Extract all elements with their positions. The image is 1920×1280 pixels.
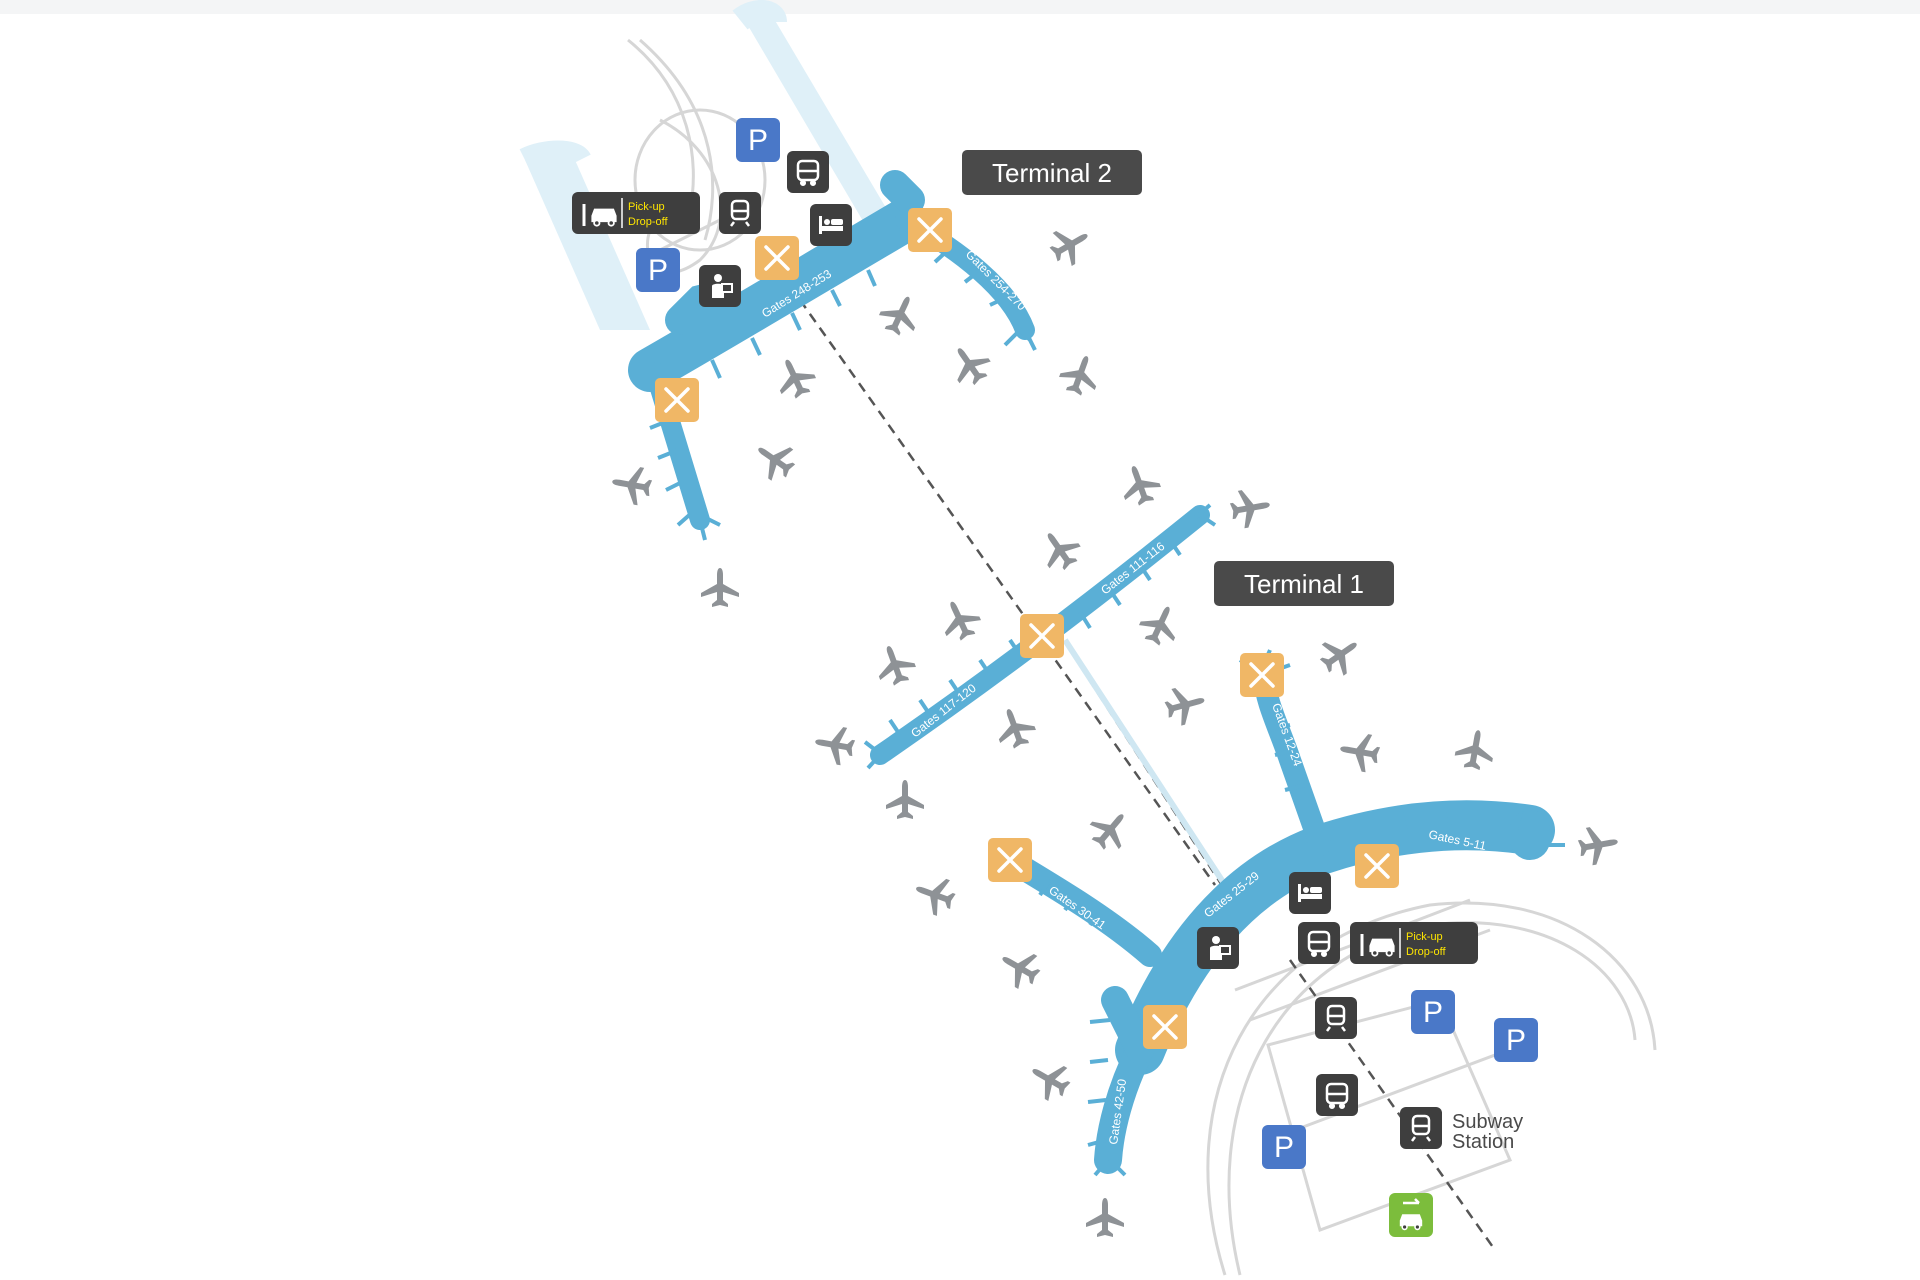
restaurant-icon: [653, 376, 701, 424]
airplane-icon: [609, 462, 655, 508]
airplane-icon: [1083, 802, 1138, 857]
svg-text:Drop-off: Drop-off: [1406, 946, 1446, 958]
restaurant-icon: [1238, 651, 1286, 699]
svg-text:Pick-up: Pick-up: [628, 201, 665, 213]
airplane-icon: [886, 780, 924, 819]
svg-text:Terminal 1: Terminal 1: [1244, 569, 1364, 599]
svg-text:Subway: Subway: [1452, 1111, 1523, 1133]
restaurant-icon: [1141, 1003, 1189, 1051]
train-icon: [719, 192, 761, 234]
airplane-icon: [1227, 485, 1273, 531]
train-icon: [1315, 997, 1357, 1039]
svg-text:P: P: [1423, 996, 1443, 1029]
airplane-icon: [993, 941, 1046, 994]
svg-text:Pick-up: Pick-up: [1406, 931, 1443, 943]
gate-label: Gates 111-116: [1098, 539, 1167, 597]
svg-text:Station: Station: [1452, 1131, 1514, 1153]
airplane-icon: [1055, 349, 1105, 400]
airplane-icon: [1086, 1198, 1124, 1237]
walkway: [1062, 638, 1228, 887]
airplane-icon: [747, 432, 802, 487]
parking-icon: P: [1411, 990, 1455, 1034]
restaurant-icon: [753, 234, 801, 282]
parking-icon: P: [636, 248, 680, 292]
restaurant-icon: [1353, 842, 1401, 890]
pickup-dropoff-t1: Pick-up Drop-off: [1350, 922, 1478, 964]
hotel-icon: [1289, 872, 1331, 914]
bus-icon: [1298, 922, 1340, 964]
parking: P P P P P: [636, 118, 1538, 1169]
airplane-icon: [812, 722, 858, 768]
airplane-icon: [934, 593, 986, 646]
gate-label: Gates 117-120: [908, 681, 979, 741]
airplane-icon: [1161, 681, 1210, 729]
t2-water: [519, 0, 905, 330]
rideshare-icon: [1389, 1193, 1433, 1237]
airplane-icon: [769, 351, 821, 404]
train-icon: [1400, 1107, 1442, 1149]
airplane-icon: [942, 337, 997, 392]
airplane-icon: [1044, 218, 1097, 271]
t2-roads: [627, 38, 767, 274]
svg-text:Terminal 2: Terminal 2: [992, 158, 1112, 188]
airplane-icon: [1337, 729, 1383, 775]
bus-icon: [1316, 1074, 1358, 1116]
airplane-icon: [870, 639, 920, 690]
parking-icon: P: [1494, 1018, 1538, 1062]
restaurant-icon: [1018, 612, 1066, 660]
restaurant-icon: [986, 836, 1034, 884]
subway-station-label: Subway Station: [1452, 1111, 1523, 1153]
svg-text:P: P: [1274, 1131, 1294, 1164]
terminal-2-label: Terminal 2: [962, 150, 1142, 195]
parking-icon: P: [736, 118, 780, 162]
airplane-icon: [1032, 522, 1087, 577]
airplane-icon: [874, 288, 926, 341]
airplane-icon: [701, 568, 739, 607]
hotel-icon: [810, 204, 852, 246]
restaurant-icon: [906, 206, 954, 254]
airplane-icon: [1313, 627, 1368, 682]
people-mover-line: [798, 299, 1217, 886]
airplane-icon: [990, 702, 1040, 753]
svg-text:P: P: [748, 124, 768, 157]
airplane-icon: [1134, 598, 1186, 651]
airplane-icon: [909, 870, 960, 920]
svg-text:P: P: [1506, 1024, 1526, 1057]
customs-icon: [699, 265, 741, 307]
pickup-dropoff-t2: Pick-up Drop-off: [572, 192, 700, 234]
airplane-icon: [1115, 459, 1165, 510]
terminal-1-label: Terminal 1: [1214, 561, 1394, 606]
top-edge: [0, 0, 1920, 14]
svg-text:P: P: [648, 254, 668, 287]
parking-icon: P: [1262, 1125, 1306, 1169]
bus-icon: [787, 151, 829, 193]
airplane-icon: [1452, 727, 1498, 773]
t1-gate-stubs: [863, 503, 1565, 1177]
customs-icon: [1197, 927, 1239, 969]
airplane-icon: [1023, 1053, 1076, 1106]
airplane-icon: [1575, 822, 1621, 868]
svg-text:Drop-off: Drop-off: [628, 216, 668, 228]
